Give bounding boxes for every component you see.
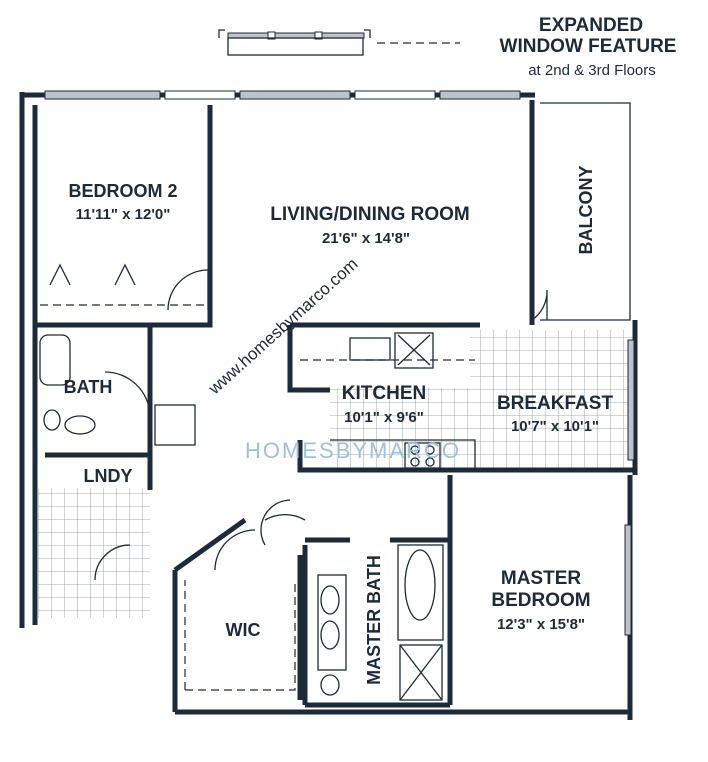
- kitchen-sink-icon: [349, 337, 391, 361]
- breakfast-tile-floor-upper: [470, 330, 635, 390]
- master-bedroom-dims: 12'3" x 15'8": [497, 616, 585, 633]
- laundry-label: LNDY: [84, 466, 133, 486]
- master-bedroom-label-line2: BEDROOM: [491, 590, 590, 611]
- bedroom2-dims: 11'11" x 12'0": [76, 206, 171, 223]
- master-bedroom-label-line1: MASTER: [501, 568, 582, 589]
- toilet-icon: [43, 409, 61, 431]
- master-tub-icon: [404, 549, 436, 621]
- legend-title-line1: EXPANDED: [539, 15, 643, 36]
- watermark-logo: HOMESBYMARCO: [245, 438, 461, 463]
- breakfast-dims: 10'7" x 10'1": [511, 418, 599, 435]
- breakfast-tile-floor: [330, 388, 635, 472]
- hall-tile-floor: [38, 488, 150, 618]
- wic-label: WIC: [226, 620, 261, 640]
- legend-title-line2: WINDOW FEATURE: [500, 36, 677, 57]
- windows: [44, 90, 635, 636]
- kitchen-dims: 10'1" x 9'6": [344, 409, 424, 426]
- doors-and-fixtures: [39, 263, 548, 701]
- expanded-window-legend: EXPANDED WINDOW FEATURE at 2nd & 3rd Flo…: [218, 15, 677, 79]
- living-dining-label: LIVING/DINING ROOM: [270, 204, 470, 225]
- legend-subtitle: at 2nd & 3rd Floors: [528, 62, 656, 79]
- window-symbol-icon: [218, 29, 371, 56]
- bedroom2-label: BEDROOM 2: [68, 181, 177, 201]
- master-bath-label: MASTER BATH: [364, 555, 384, 685]
- kitchen-label: KITCHEN: [342, 383, 426, 404]
- cooktop-icon: [404, 442, 441, 469]
- balcony-outline: [540, 102, 631, 321]
- breakfast-label: BREAKFAST: [497, 393, 614, 414]
- living-dining-dims: 21'6" x 14'8": [322, 230, 410, 247]
- bathtub-icon: [39, 334, 71, 386]
- balcony-label: BALCONY: [576, 166, 596, 255]
- bath-label: BATH: [64, 377, 113, 397]
- sink-icon: [64, 415, 96, 435]
